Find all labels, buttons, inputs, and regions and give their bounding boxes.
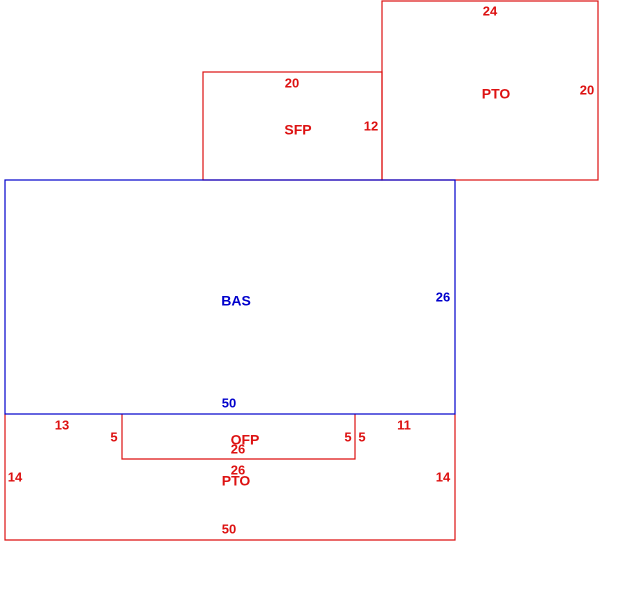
ofp-dim-left: 5 [110,429,117,444]
pto-bottom-dim-top-left: 13 [55,417,69,432]
area-bas[interactable]: BAS 26 50 [4,179,456,415]
ofp-dim-right: 5 [344,429,351,444]
sfp-label: SFP [284,122,311,138]
bas-dim-right: 26 [436,289,450,304]
pto-bottom-dim-left: 14 [8,469,23,484]
pto-top-dim-top: 24 [483,3,498,18]
pto-bottom-dim-right: 14 [436,469,451,484]
pto-top-label: PTO [482,86,511,102]
area-pto-bottom[interactable]: PTO 26 13 11 5 14 14 50 [4,414,456,541]
sfp-dim-top: 20 [285,75,299,90]
area-pto-top[interactable]: PTO 24 20 [381,0,599,181]
pto-bottom-dim-bottom: 50 [222,521,236,536]
area-ofp[interactable]: OFP 5 5 26 [110,414,356,460]
area-sfp[interactable]: SFP 20 12 [202,71,383,181]
pto-bottom-label: PTO [222,473,251,489]
bas-dim-bottom: 50 [222,395,236,410]
ofp-outline [121,414,356,460]
bas-outline [4,179,456,415]
pto-bottom-dim-top-right: 11 [397,417,411,432]
bas-label: BAS [221,293,251,309]
pto-bottom-outline [4,414,456,541]
pto-bottom-dim-top: 26 [231,462,245,477]
ofp-label: OFP [231,432,260,448]
pto-top-dim-right: 20 [580,82,594,97]
ofp-dim-bottom: 26 [231,441,245,456]
pto-bottom-dim-inner-left: 5 [358,429,365,444]
sfp-dim-right: 12 [364,118,378,133]
